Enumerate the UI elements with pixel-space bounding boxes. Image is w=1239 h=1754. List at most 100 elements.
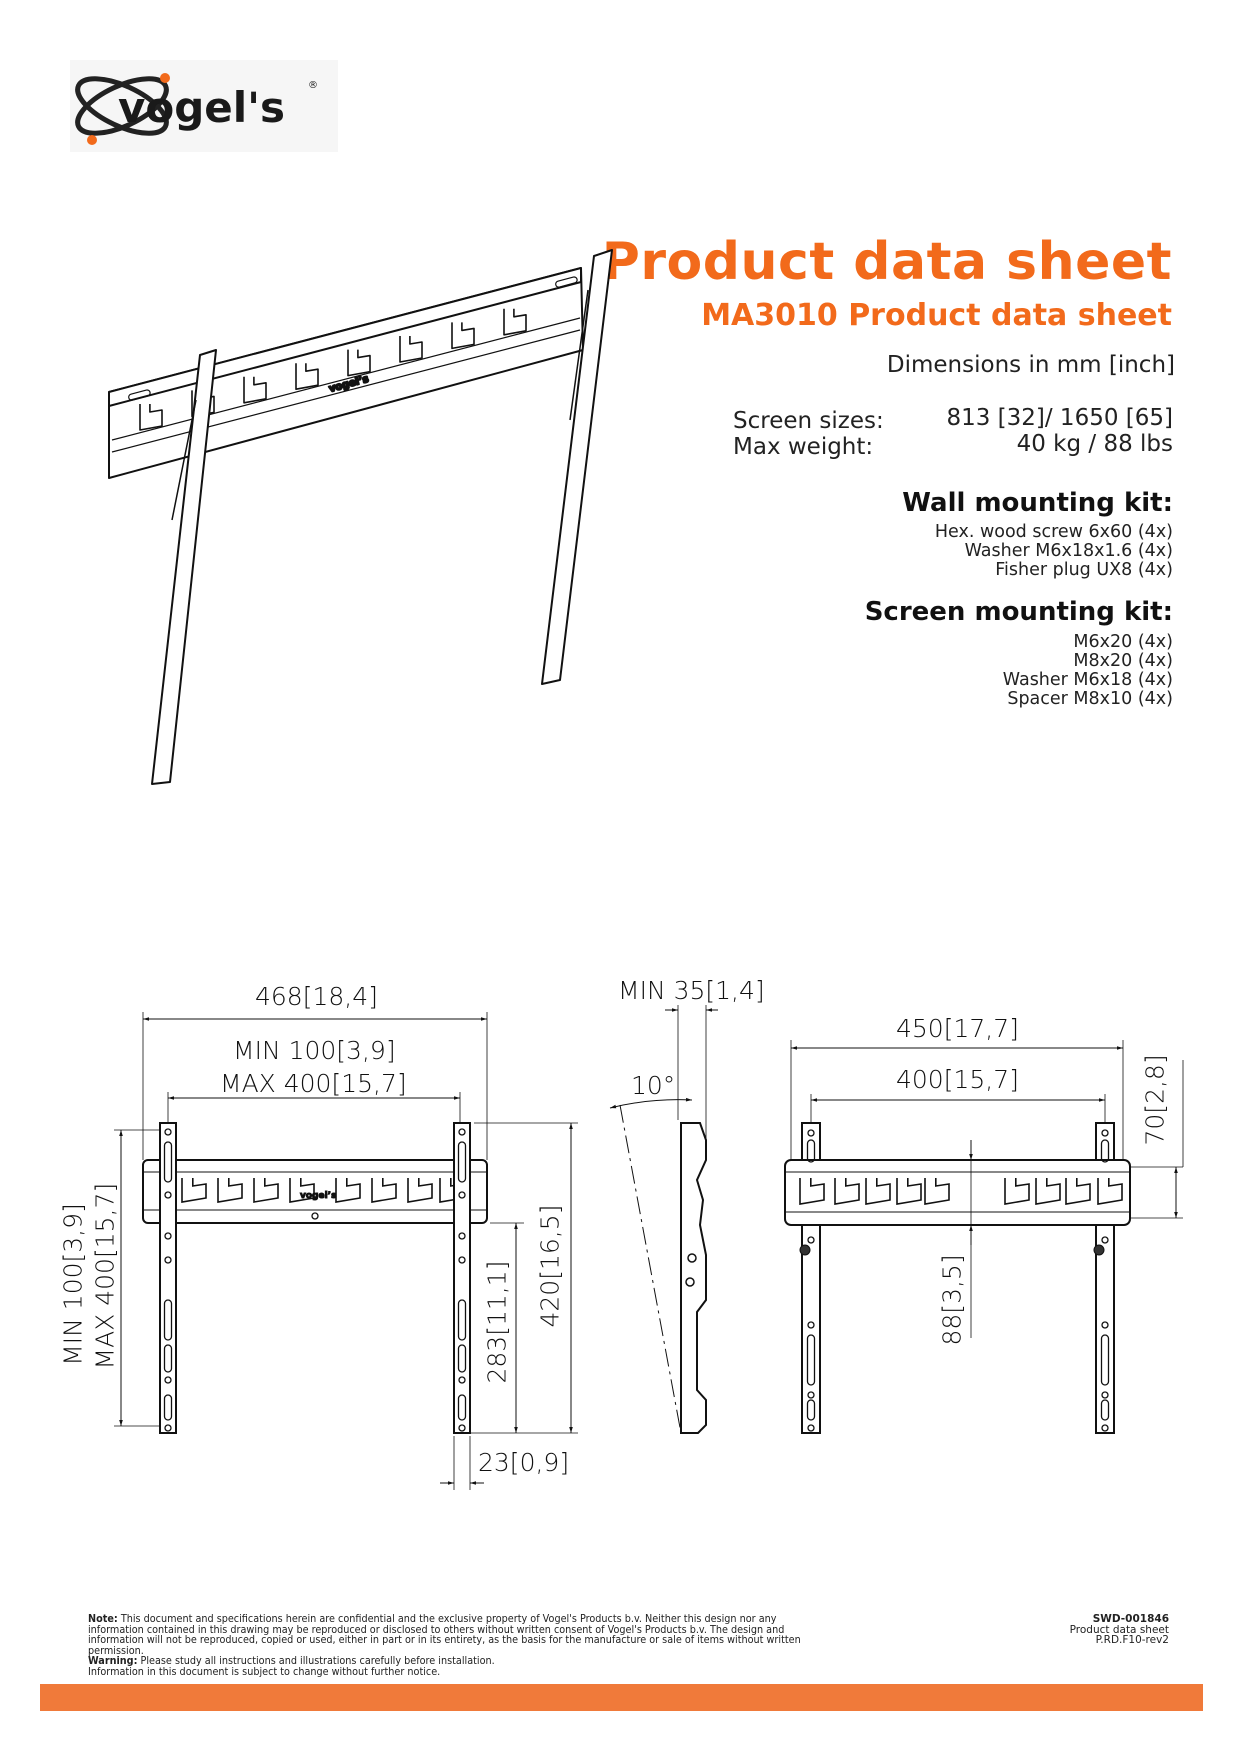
hook-slot <box>834 1178 860 1205</box>
screen-sizes-label: Screen sizes: <box>733 408 884 434</box>
vogels-logo: vogel's ® <box>70 60 338 152</box>
hook-slot <box>1097 1178 1123 1205</box>
iso-slot <box>128 389 151 401</box>
dim-min-100-h: MIN 100[3,9] <box>233 1036 396 1065</box>
mounting-slot <box>163 1141 173 1183</box>
mounting-slot <box>163 1299 173 1341</box>
warning-text: Please study all instructions and illust… <box>137 1655 495 1667</box>
dim-max-400-v: MAX 400[15,7] <box>90 1182 120 1370</box>
logo-registered-mark: ® <box>308 80 318 91</box>
mounting-hole <box>164 1256 172 1264</box>
center-hole <box>311 1212 319 1220</box>
hook-slot <box>181 1178 207 1203</box>
mounting-hole <box>458 1424 466 1432</box>
hook-slot <box>289 1178 315 1203</box>
logo-text: vogel's <box>118 83 285 132</box>
warning-label: Warning: <box>88 1655 138 1667</box>
mounting-hole <box>807 1391 815 1399</box>
wall-kit-heading: Wall mounting kit: <box>902 488 1173 518</box>
hook-slot <box>371 1178 397 1203</box>
mounting-slot <box>1100 1399 1110 1421</box>
dim-70: 70[2,8] <box>1140 1054 1170 1146</box>
mounting-slot <box>806 1334 816 1386</box>
wall-kit-item: Fisher plug UX8 (4x) <box>995 560 1173 580</box>
dim-min-35: MIN 35[1,4] <box>618 976 765 1005</box>
hook-slot <box>407 1178 433 1203</box>
hook-slot <box>347 349 371 377</box>
mounting-slot <box>1100 1334 1110 1386</box>
mounting-hole <box>164 1376 172 1384</box>
mounting-slot <box>806 1399 816 1421</box>
dim-88: 88[3,5] <box>937 1254 967 1346</box>
max-weight-value: 40 kg / 88 lbs <box>1016 431 1173 457</box>
dim-450: 450[17,7] <box>896 1014 1019 1043</box>
dim-min-100-v: MIN 100[3,9] <box>58 1203 88 1366</box>
mounting-slot <box>457 1344 467 1373</box>
screen-kit-list: M6x20 (4x) M8x20 (4x) Washer M6x18 (4x) … <box>1003 633 1173 709</box>
wall-kit-item: Washer M6x18x1.6 (4x) <box>964 541 1173 561</box>
hook-slot <box>335 1178 361 1203</box>
screw-knob <box>799 1244 811 1256</box>
side-view-drawing <box>609 1005 718 1434</box>
mounting-hole <box>164 1232 172 1240</box>
screen-kit-item: M8x20 (4x) <box>1073 651 1173 671</box>
mounting-slot <box>163 1394 173 1421</box>
screen-kit-heading: Screen mounting kit: <box>864 597 1173 627</box>
mounting-hole <box>807 1129 815 1137</box>
wall-kit-item: Hex. wood screw 6x60 (4x) <box>934 522 1173 542</box>
hook-slot <box>451 322 475 350</box>
screw-knob <box>1093 1244 1105 1256</box>
mounting-hole <box>1101 1321 1109 1329</box>
mounting-hole <box>164 1128 172 1136</box>
doc-number: SWD-001846 <box>1092 1613 1169 1625</box>
rail-logo: vogel’s <box>300 1191 336 1201</box>
hook-slot <box>799 1178 825 1205</box>
mounting-slot <box>1100 1139 1110 1163</box>
screen-kit-item: Washer M6x18 (4x) <box>1002 670 1173 690</box>
front-view-2-drawing <box>784 1040 1184 1434</box>
dim-23: 23[0,9] <box>478 1448 570 1477</box>
hook-slot <box>295 363 319 390</box>
info-text: Information in this document is subject … <box>88 1665 441 1678</box>
dim-max-400-h: MAX 400[15,7] <box>220 1069 407 1098</box>
mounting-hole <box>164 1424 172 1432</box>
hook-slot <box>243 376 267 404</box>
mounting-hole <box>807 1424 815 1432</box>
mounting-hole <box>1101 1391 1109 1399</box>
mounting-hole <box>1101 1236 1109 1244</box>
hook-slot <box>896 1178 922 1205</box>
hook-slot <box>924 1178 950 1205</box>
screen-kit-item: Spacer M8x10 (4x) <box>1007 689 1173 709</box>
mounting-hole <box>807 1321 815 1329</box>
page-subtitle: MA3010 Product data sheet <box>701 298 1172 333</box>
mounting-slot <box>163 1344 173 1373</box>
logo-swoosh-icon: vogel's ® <box>75 73 318 145</box>
mounting-slot <box>806 1139 816 1163</box>
mounting-hole <box>458 1376 466 1384</box>
footer-note: Note: This document and specifications h… <box>88 1614 824 1677</box>
hook-slot <box>503 308 527 336</box>
mounting-hole <box>458 1191 466 1199</box>
hook-slot <box>399 336 423 363</box>
dim-420: 420[16,5] <box>535 1204 565 1328</box>
note-text: This document and specifications herein … <box>88 1613 801 1657</box>
mounting-hole <box>807 1236 815 1244</box>
front-view-drawing: vogel’s <box>114 1012 578 1490</box>
doc-type: Product data sheet <box>1069 1623 1169 1636</box>
hook-slot <box>253 1178 279 1203</box>
hook-slot <box>1004 1178 1030 1205</box>
hook-slot <box>217 1178 243 1203</box>
mounting-hole <box>1101 1424 1109 1432</box>
mounting-hole <box>164 1191 172 1199</box>
hook-slot <box>865 1178 891 1205</box>
form-ref: P.RD.F10-rev2 <box>1095 1634 1169 1646</box>
mounting-slot <box>457 1141 467 1183</box>
footer-orange-bar <box>40 1684 1203 1711</box>
max-weight-label: Max weight: <box>733 434 874 460</box>
dimensions-note: Dimensions in mm [inch] <box>886 352 1175 378</box>
page-title: Product data sheet <box>601 232 1172 292</box>
dim-400: 400[15,7] <box>896 1065 1019 1094</box>
hook-slot <box>139 404 163 431</box>
isometric-mount-drawing: vogel’s <box>108 249 613 785</box>
